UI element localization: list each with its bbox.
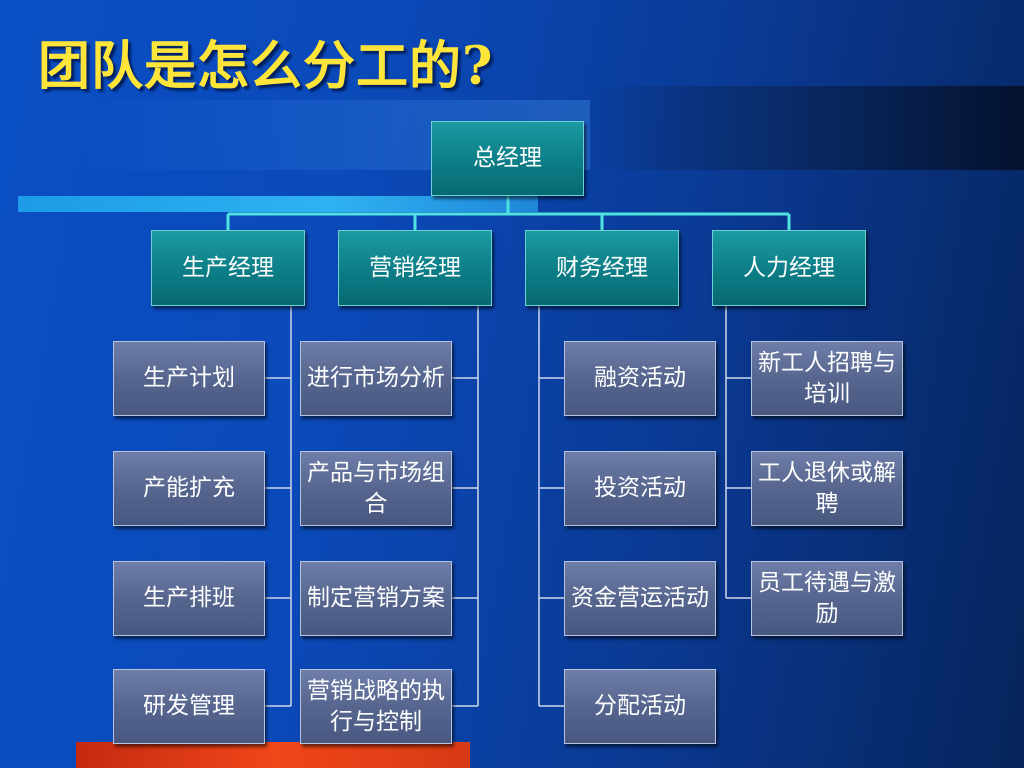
hr-connector	[725, 306, 751, 599]
finance-task-3: 资金营运活动	[564, 561, 716, 636]
hr-task-1: 新工人招聘与培训	[751, 341, 903, 416]
marketing-connector	[451, 306, 479, 707]
marketing-task-2: 产品与市场组合	[300, 451, 452, 526]
production-task-4: 研发管理	[113, 669, 265, 744]
marketing-task-3: 制定营销方案	[300, 561, 452, 636]
finance-connector	[538, 306, 564, 707]
top-connector	[226, 196, 791, 230]
page-title: 团队是怎么分工的?	[38, 36, 494, 97]
finance-task-4: 分配活动	[564, 669, 716, 744]
finance-task-2: 投资活动	[564, 451, 716, 526]
general-manager-box: 总经理	[431, 121, 584, 196]
hr-task-2: 工人退休或解聘	[751, 451, 903, 526]
finance-manager-box: 财务经理	[525, 230, 679, 306]
production-task-2: 产能扩充	[113, 451, 265, 526]
marketing-manager-box: 营销经理	[338, 230, 492, 306]
production-task-3: 生产排班	[113, 561, 265, 636]
production-manager-box: 生产经理	[151, 230, 305, 306]
production-task-1: 生产计划	[113, 341, 265, 416]
marketing-task-1: 进行市场分析	[300, 341, 452, 416]
hr-manager-box: 人力经理	[712, 230, 866, 306]
finance-task-1: 融资活动	[564, 341, 716, 416]
hr-task-3: 员工待遇与激励	[751, 561, 903, 636]
marketing-task-4: 营销战略的执行与控制	[300, 669, 452, 744]
decorative-cyan-band	[18, 196, 538, 212]
production-connector	[264, 306, 292, 707]
decorative-orange-bar	[76, 742, 470, 768]
decorative-dark-bar	[590, 86, 1024, 170]
